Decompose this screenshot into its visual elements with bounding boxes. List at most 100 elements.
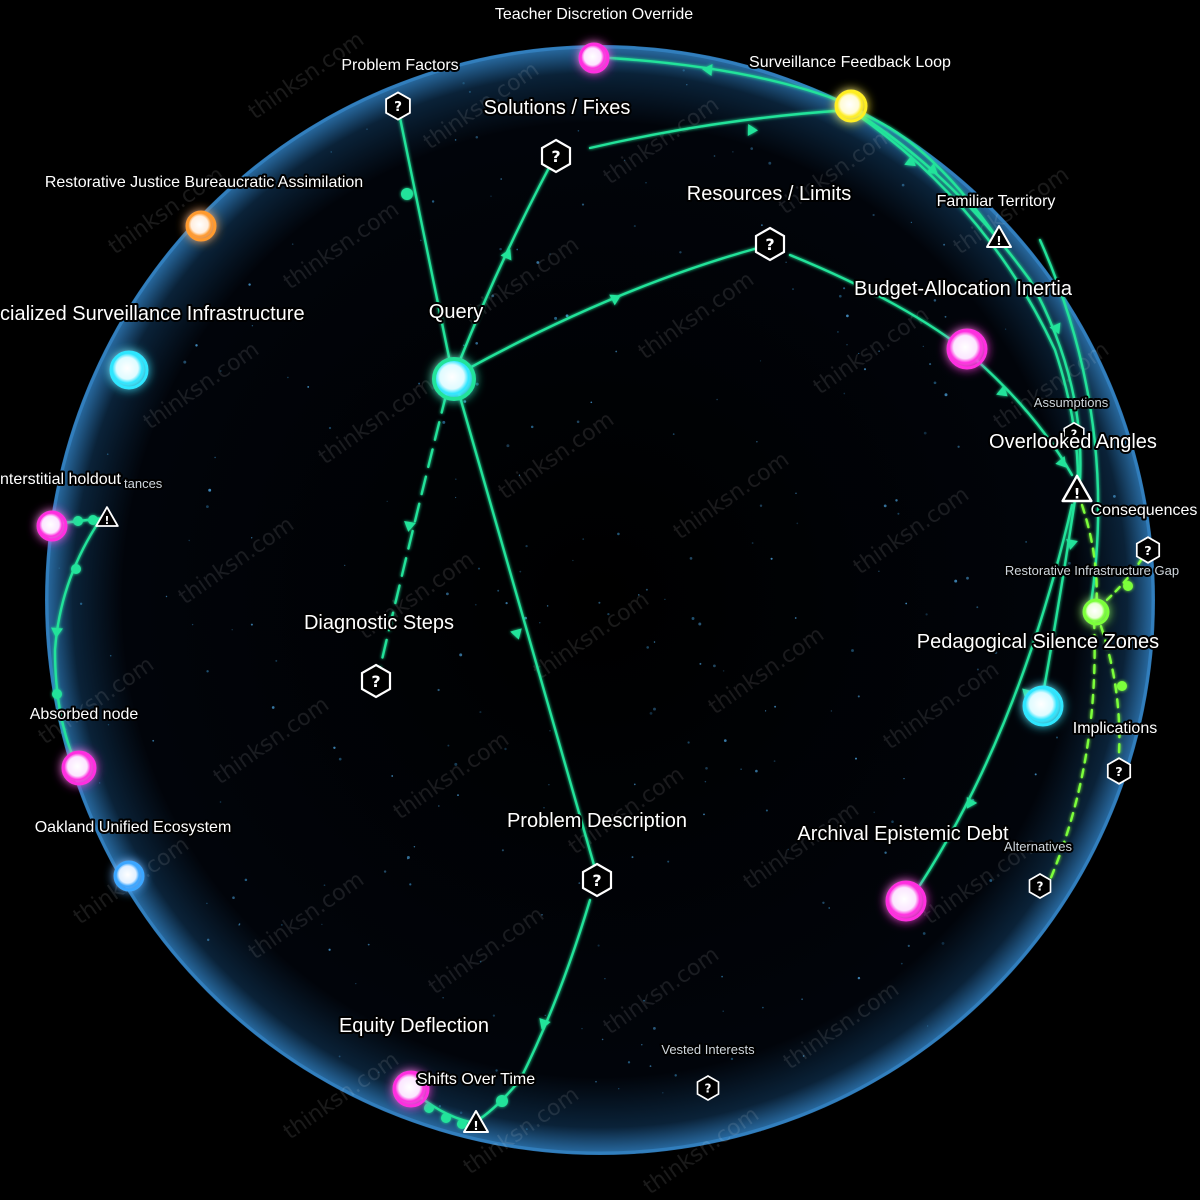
star [762, 1006, 764, 1009]
edge-restorative-gap-implications[interactable] [1094, 610, 1121, 770]
star [857, 976, 861, 980]
label-implications: Implications [1073, 720, 1157, 737]
edge-bead [441, 1113, 451, 1123]
question-icon-consequences[interactable]: ? [1135, 536, 1161, 564]
star [890, 837, 893, 840]
question-icon-assumptions[interactable]: ? [1063, 421, 1085, 447]
label-absorbed-node: Absorbed node [30, 706, 139, 723]
node-teacher-discretion-override[interactable] [578, 42, 610, 74]
edge-beads [52, 188, 1133, 1129]
star [691, 617, 695, 620]
star [321, 923, 323, 926]
star [607, 612, 610, 616]
node-oakland-unified-ecosystem[interactable] [113, 860, 145, 892]
star [191, 623, 194, 626]
star [910, 221, 913, 224]
question-icon-problem-factors[interactable]: ? [385, 91, 411, 121]
star [597, 944, 600, 947]
edge-teacher-override-surveillance[interactable] [608, 56, 852, 107]
star [188, 539, 190, 542]
label-budget-allocation-inertia: Budget-Allocation Inertia [854, 278, 1073, 300]
node-absorbed-node[interactable] [61, 750, 97, 786]
node-archival-epistemic-debt[interactable] [885, 880, 927, 922]
label-overlooked-angles: Overlooked Angles [989, 431, 1157, 453]
warning-icon-circumstances[interactable]: ! [95, 506, 119, 527]
star [795, 492, 797, 495]
node-restorative-justice-assimilation[interactable] [185, 210, 217, 242]
node-surveillance-feedback-loop[interactable] [834, 89, 868, 123]
edge-restorative-gap-alternatives[interactable] [1048, 618, 1096, 882]
edge-problem-description-shifts[interactable] [473, 898, 592, 1124]
star [454, 496, 457, 499]
node-budget-allocation-inertia[interactable] [946, 328, 988, 370]
warning-icon-familiar-territory[interactable]: ! [986, 225, 1012, 248]
node-specialized-surveillance[interactable] [109, 350, 149, 390]
star [787, 848, 790, 851]
warning-icon-shifts-over-time[interactable]: ! [463, 1110, 489, 1133]
star [565, 314, 569, 318]
star [1113, 495, 1116, 498]
star [446, 592, 449, 596]
star [578, 882, 581, 884]
edge-query-problem-description[interactable] [456, 388, 598, 874]
question-icon-problem-description[interactable]: ? [581, 862, 613, 898]
star [539, 622, 541, 624]
svg-text:?: ? [765, 235, 774, 254]
question-icon-vested-interests[interactable]: ? [696, 1075, 720, 1101]
arrowhead [747, 124, 758, 136]
star [454, 478, 457, 481]
star [723, 739, 727, 742]
star [843, 392, 846, 395]
question-icon-diagnostic-steps[interactable]: ? [360, 663, 392, 699]
star [794, 617, 797, 619]
star [703, 813, 705, 816]
node-interstitial-holdout[interactable] [36, 510, 68, 542]
star [828, 907, 831, 909]
star [901, 183, 905, 187]
node-restorative-infrastructure-gap[interactable] [1082, 598, 1110, 626]
label-archival-epistemic-debt: Archival Epistemic Debt [797, 823, 1009, 845]
star [687, 741, 690, 744]
star [686, 84, 688, 86]
warning-icon-overlooked-angles[interactable]: ! [1061, 474, 1093, 503]
star [590, 401, 593, 404]
star [1034, 773, 1037, 776]
edge-query-solutions[interactable] [456, 160, 554, 367]
edge-interstitial-absorbed[interactable] [53, 518, 102, 770]
edge-overlooked-pedagogical[interactable] [1040, 498, 1077, 702]
star [857, 695, 860, 698]
star [698, 622, 702, 626]
star [549, 253, 551, 255]
edge-surveillance-familiar[interactable] [850, 108, 1082, 482]
node-pedagogical-silence-zones[interactable] [1022, 685, 1064, 727]
question-icon-alternatives[interactable]: ? [1028, 873, 1052, 899]
star [713, 155, 716, 157]
star [1055, 736, 1059, 739]
svg-text:?: ? [1115, 765, 1122, 780]
star [878, 350, 880, 353]
question-icon-solutions-fixes[interactable]: ? [540, 138, 572, 174]
star [548, 783, 550, 786]
star [768, 161, 772, 165]
edge-restorative-gap-consequences[interactable] [1096, 550, 1148, 610]
question-icon-resources-limits[interactable]: ? [754, 226, 786, 262]
star [653, 641, 656, 643]
star [479, 711, 482, 714]
node-equity-deflection[interactable] [392, 1070, 430, 1108]
edge-query-problem-factors[interactable] [396, 106, 454, 374]
edge-bead [52, 689, 62, 699]
edge-bead [73, 516, 83, 526]
edge-query-diagnostic-steps[interactable] [378, 393, 448, 670]
star [1040, 572, 1043, 575]
edge-rim-right[interactable] [1038, 238, 1100, 612]
star [689, 557, 693, 560]
star [641, 1044, 643, 1046]
star [495, 1069, 498, 1072]
edge-overlooked-archival[interactable] [918, 503, 1074, 887]
label-consequences: Consequences [1091, 502, 1198, 519]
star [770, 557, 773, 560]
star [338, 757, 342, 761]
node-query[interactable] [432, 357, 476, 401]
star [438, 1105, 442, 1108]
question-icon-implications[interactable]: ? [1106, 757, 1132, 785]
